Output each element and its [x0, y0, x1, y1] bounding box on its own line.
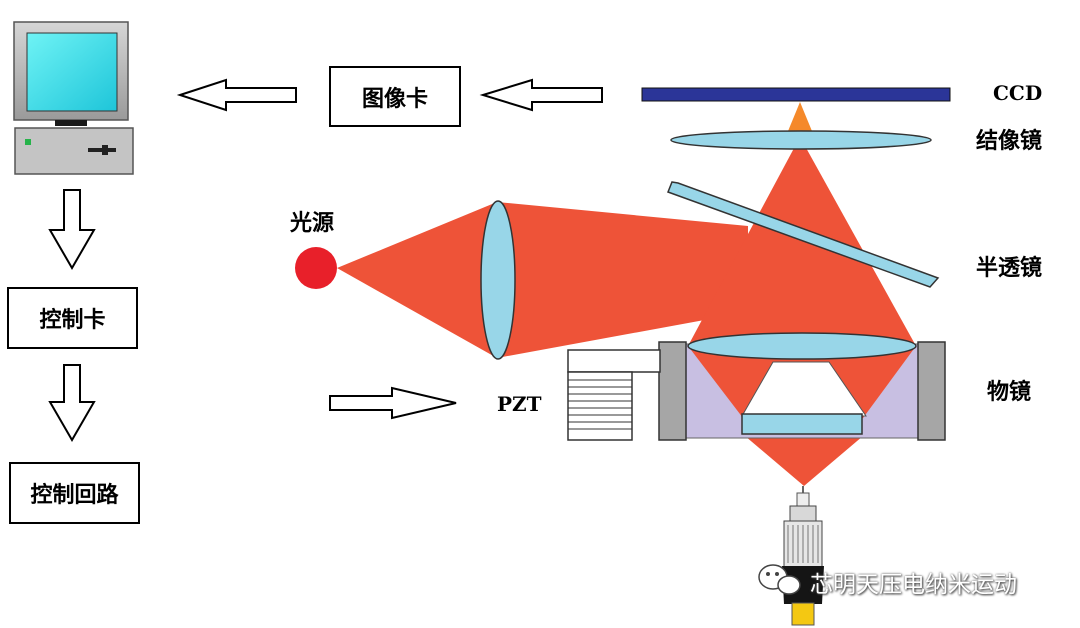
half-mirror	[667, 181, 940, 288]
beam-tip	[786, 102, 814, 136]
arrow-right-pzt	[329, 386, 457, 420]
ccd-sensor	[641, 87, 951, 102]
image-card-box: 图像卡	[329, 66, 461, 127]
objective-inner	[741, 361, 867, 417]
imaging-lens	[670, 130, 932, 150]
objective-left-block	[658, 341, 687, 441]
pzt-label: PZT	[497, 392, 542, 416]
imaging-lens-label: 结像镜	[976, 129, 1043, 154]
computer-icon	[13, 21, 134, 175]
arrow-left-1	[176, 78, 297, 112]
condenser-lens	[480, 200, 516, 360]
arrow-down-1	[48, 189, 96, 270]
arrow-down-2	[48, 364, 96, 442]
objective-label: 物镜	[987, 380, 1032, 405]
watermark-text: 芯明天压电纳米运动	[810, 572, 1017, 598]
half-mirror-label: 半透镜	[976, 256, 1043, 281]
control-loop-box: 控制回路	[9, 462, 140, 524]
light-source-dot	[295, 247, 337, 289]
objective-right-block	[917, 341, 946, 441]
wechat-icon	[758, 564, 801, 595]
ccd-label: CCD	[993, 81, 1043, 105]
pzt-stack	[567, 349, 661, 441]
control-card-box: 控制卡	[7, 287, 138, 349]
sample-plate	[741, 413, 863, 435]
objective-lens	[687, 332, 917, 360]
arrow-left-2	[479, 78, 603, 112]
fiber-connector	[782, 486, 824, 626]
light-source-label: 光源	[290, 211, 335, 236]
